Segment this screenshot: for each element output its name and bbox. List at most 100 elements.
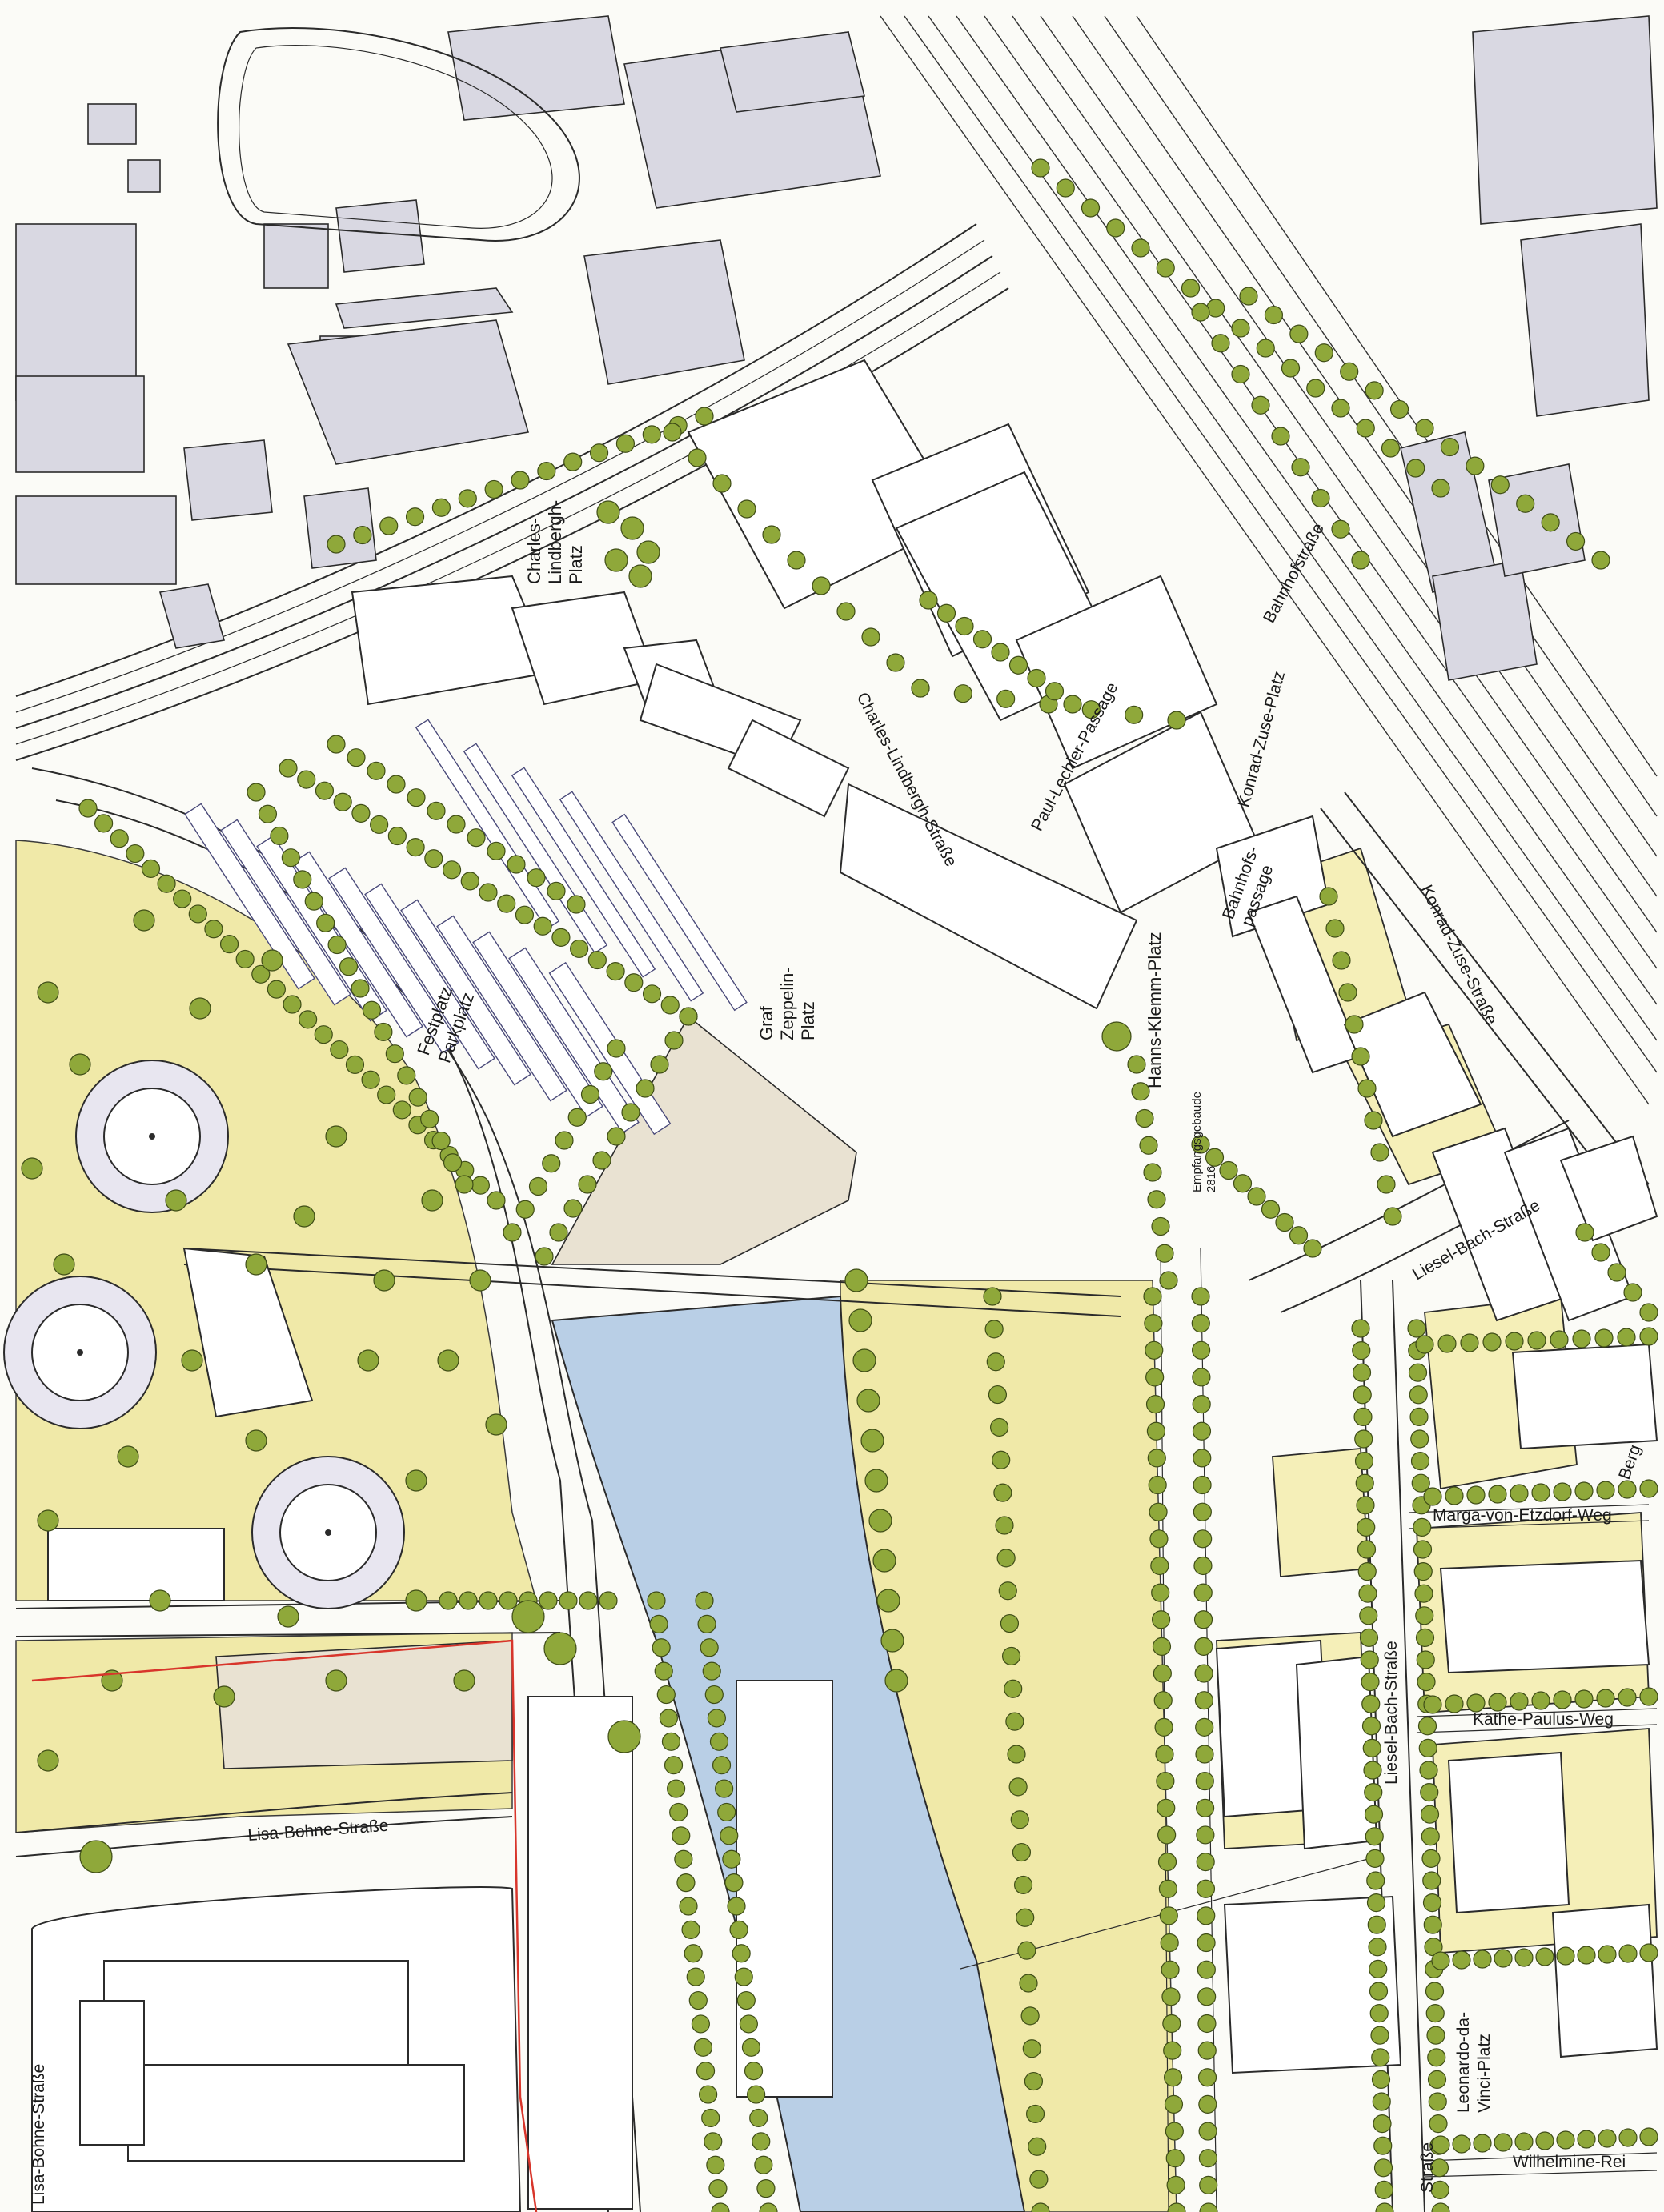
tree-icon	[503, 1223, 522, 1242]
label-lisa-bohne-strasse: Lisa-Bohne-Straße	[247, 1817, 389, 1845]
tree-icon	[1409, 1407, 1429, 1427]
tree-icon	[1198, 2149, 1218, 2168]
tree-icon	[1482, 1332, 1502, 1352]
tree-icon	[717, 1802, 736, 1822]
tree-icon	[533, 916, 552, 936]
tree-icon	[679, 1007, 698, 1026]
tree-icon	[652, 1638, 671, 1657]
tree-icon	[1325, 919, 1345, 938]
tree-icon	[515, 1200, 535, 1219]
tree-icon	[1165, 2122, 1184, 2141]
tree-icon	[1370, 2026, 1389, 2045]
tree-icon	[1193, 1502, 1212, 1521]
tree-icon	[1199, 2175, 1218, 2194]
tree-icon	[543, 1632, 577, 1665]
tree-icon	[1198, 2094, 1217, 2114]
tree-icon	[357, 1349, 379, 1372]
tree-icon	[479, 1591, 498, 1610]
tree-icon	[133, 909, 155, 932]
tree-icon	[1369, 1959, 1388, 1978]
tree-icon	[1145, 1340, 1164, 1360]
tree-icon	[1375, 2202, 1394, 2212]
tree-icon	[1146, 1421, 1166, 1441]
tree-icon	[1591, 551, 1610, 570]
tree-icon	[397, 1066, 416, 1085]
tree-icon	[1338, 983, 1357, 1002]
tree-icon	[563, 452, 583, 471]
tree-icon	[1421, 1849, 1441, 1868]
tree-icon	[1157, 1825, 1177, 1845]
tree-icon	[387, 826, 407, 846]
tree-icon	[1440, 437, 1460, 457]
tree-icon	[1371, 2048, 1390, 2067]
tree-icon	[407, 788, 426, 807]
tree-icon	[1639, 1943, 1658, 1962]
tree-icon	[1151, 1583, 1170, 1602]
trees	[21, 158, 1658, 2212]
tree-icon	[297, 770, 316, 789]
tree-icon	[876, 1589, 900, 1613]
tree-icon	[78, 799, 98, 818]
tree-icon	[1159, 1906, 1178, 1925]
tree-icon	[1355, 1473, 1374, 1493]
tree-icon	[1527, 1331, 1546, 1350]
tree-icon	[1256, 339, 1275, 358]
tree-icon	[1156, 258, 1175, 278]
tree-icon	[293, 870, 312, 889]
tree-icon	[589, 443, 609, 463]
tree-icon	[996, 1549, 1016, 1568]
tree-icon	[1197, 1933, 1216, 1953]
tree-icon	[1541, 513, 1560, 532]
tree-icon	[1360, 1650, 1379, 1669]
tree-icon	[660, 996, 680, 1015]
tree-icon	[664, 1756, 684, 1775]
tree-icon	[615, 434, 636, 453]
tree-icon	[1422, 1893, 1442, 1913]
tree-icon	[351, 979, 370, 998]
tree-icon	[672, 1826, 691, 1845]
label-strasse-bottom: Straße	[1418, 2142, 1437, 2193]
tree-icon	[606, 962, 625, 981]
tree-icon	[664, 1031, 684, 1050]
tree-icon	[1409, 1385, 1428, 1405]
tree-icon	[1351, 1319, 1370, 1338]
tree-icon	[1361, 1717, 1381, 1736]
tree-icon	[620, 516, 644, 540]
tree-icon	[1490, 475, 1510, 495]
round-stadiums	[3, 1060, 405, 1609]
tree-icon	[667, 1779, 686, 1798]
tree-icon	[547, 881, 566, 900]
tree-icon	[219, 935, 239, 954]
tree-icon	[1357, 1561, 1377, 1581]
tree-icon	[1367, 1915, 1386, 1934]
tree-icon	[1332, 951, 1351, 970]
tree-icon	[1473, 2134, 1492, 2153]
tree-icon	[469, 1269, 491, 1292]
tree-icon	[420, 1109, 439, 1128]
tree-icon	[126, 844, 145, 864]
tree-icon	[579, 1591, 598, 1610]
tree-icon	[1406, 459, 1425, 478]
northeast-buildings	[1400, 15, 1658, 681]
tree-icon	[1020, 2006, 1040, 2026]
tree-icon	[487, 1191, 506, 1210]
tree-icon	[1331, 399, 1350, 418]
tree-icon	[374, 1022, 393, 1042]
tree-icon	[1357, 1540, 1377, 1559]
tree-icon	[1445, 1694, 1464, 1713]
tree-icon	[955, 616, 974, 636]
tree-icon	[659, 1709, 678, 1728]
tree-icon	[1452, 1950, 1471, 1970]
tree-icon	[484, 479, 503, 499]
tree-icon	[1437, 1334, 1457, 1353]
tree-icon	[1155, 1244, 1174, 1263]
tree-icon	[707, 1709, 726, 1728]
south-gravel-area	[215, 1640, 513, 1769]
tree-icon	[919, 591, 938, 610]
tree-icon	[663, 423, 682, 442]
tree-icon	[1106, 218, 1125, 238]
tree-icon	[1192, 1394, 1211, 1414]
tree-icon	[405, 507, 425, 527]
tree-icon	[1594, 1328, 1614, 1348]
tree-icon	[367, 761, 386, 780]
